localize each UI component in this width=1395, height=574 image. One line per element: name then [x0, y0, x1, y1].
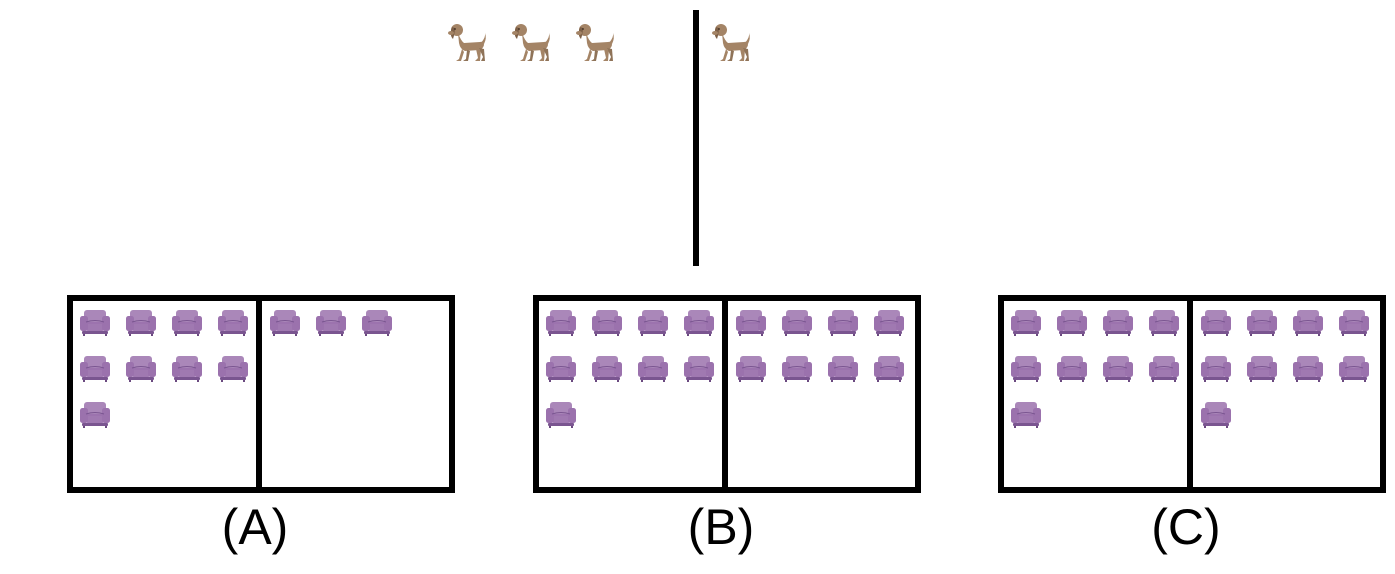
armchair-icon — [362, 309, 392, 336]
option-b-divider — [722, 295, 728, 493]
armchair-icon — [828, 355, 858, 382]
option-c-left-half — [1011, 309, 1191, 479]
armchair-icon — [172, 355, 202, 382]
armchair-icon — [1247, 355, 1277, 382]
armchair-icon — [546, 309, 576, 336]
armchair-icon — [638, 355, 668, 382]
option-c-divider — [1187, 295, 1193, 493]
example-divider — [693, 10, 699, 266]
armchair-icon — [1247, 309, 1277, 336]
armchair-icon — [1149, 309, 1179, 336]
armchair-icon — [1057, 355, 1087, 382]
armchair-icon — [1339, 355, 1369, 382]
armchair-icon — [218, 309, 248, 336]
armchair-icon — [1339, 309, 1369, 336]
option-b-right-half — [736, 309, 916, 479]
option-a-right-half — [270, 309, 450, 479]
option-a-label[interactable]: (A) — [221, 499, 289, 555]
armchair-icon — [782, 309, 812, 336]
armchair-icon — [1201, 401, 1231, 428]
armchair-icon — [1103, 355, 1133, 382]
armchair-icon — [1011, 355, 1041, 382]
armchair-icon — [1293, 355, 1323, 382]
armchair-icon — [592, 355, 622, 382]
armchair-icon — [1011, 309, 1041, 336]
option-c-right-half — [1201, 309, 1381, 479]
armchair-icon — [172, 309, 202, 336]
dog-icon — [712, 21, 752, 63]
armchair-icon — [1149, 355, 1179, 382]
example-panel — [0, 0, 1395, 270]
armchair-icon — [126, 309, 156, 336]
option-c[interactable] — [998, 295, 1386, 493]
dog-icon — [576, 21, 616, 63]
armchair-icon — [546, 355, 576, 382]
armchair-icon — [80, 401, 110, 428]
armchair-icon — [316, 309, 346, 336]
option-b-label[interactable]: (B) — [687, 499, 755, 555]
armchair-icon — [1011, 401, 1041, 428]
option-a[interactable] — [67, 295, 455, 493]
armchair-icon — [80, 355, 110, 382]
dog-icon — [448, 21, 488, 63]
armchair-icon — [684, 309, 714, 336]
armchair-icon — [126, 355, 156, 382]
armchair-icon — [828, 309, 858, 336]
option-b-left-half — [546, 309, 726, 479]
armchair-icon — [1103, 309, 1133, 336]
armchair-icon — [1293, 309, 1323, 336]
armchair-icon — [1057, 309, 1087, 336]
armchair-icon — [736, 309, 766, 336]
dog-icon — [512, 21, 552, 63]
armchair-icon — [546, 401, 576, 428]
armchair-icon — [782, 355, 812, 382]
armchair-icon — [874, 355, 904, 382]
armchair-icon — [218, 355, 248, 382]
armchair-icon — [684, 355, 714, 382]
option-c-label[interactable]: (C) — [1151, 499, 1221, 555]
armchair-icon — [1201, 309, 1231, 336]
option-a-left-half — [80, 309, 260, 479]
armchair-icon — [736, 355, 766, 382]
armchair-icon — [592, 309, 622, 336]
option-b[interactable] — [533, 295, 921, 493]
armchair-icon — [1201, 355, 1231, 382]
option-a-divider — [256, 295, 262, 493]
armchair-icon — [80, 309, 110, 336]
armchair-icon — [270, 309, 300, 336]
armchair-icon — [638, 309, 668, 336]
armchair-icon — [874, 309, 904, 336]
